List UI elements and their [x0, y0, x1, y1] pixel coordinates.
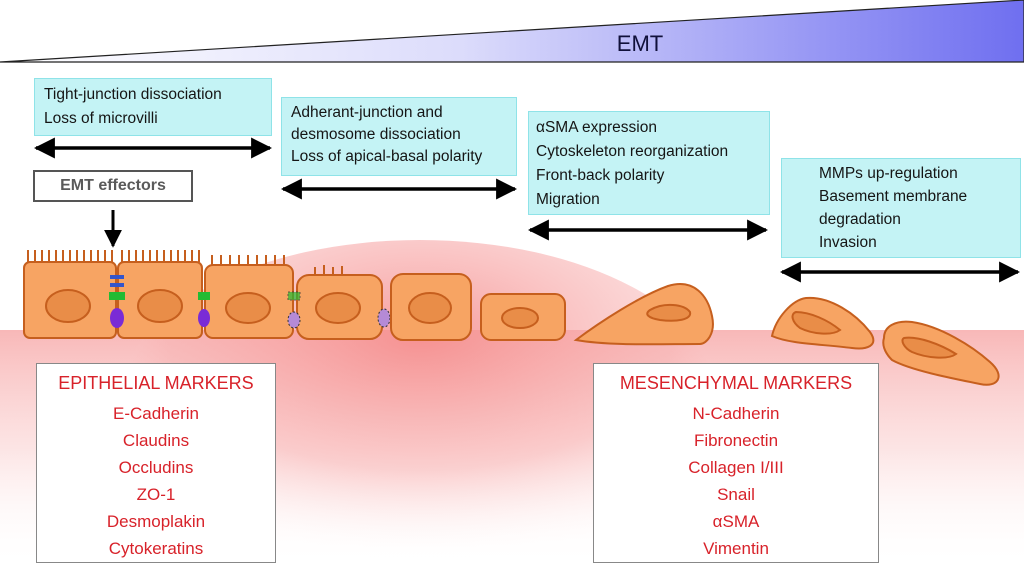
- stage-line: αSMA expression: [536, 119, 657, 136]
- stage-line: Cytoskeleton reorganization: [536, 143, 729, 160]
- marker-item: Claudins: [122, 431, 190, 450]
- stage-line: Loss of apical-basal polarity: [291, 148, 483, 165]
- stage-line: Invasion: [819, 234, 877, 251]
- marker-item: Fibronectin: [693, 431, 779, 450]
- stage-box-tight-junction: Tight-junction dissociation Loss of micr…: [34, 78, 272, 136]
- marker-item: Cytokeratins: [108, 539, 204, 558]
- marker-item: Occludins: [118, 458, 194, 477]
- transitioning-cell-5: [390, 273, 472, 341]
- adherens-junction-2: [198, 292, 210, 327]
- tight-junction-1: [109, 275, 125, 328]
- epithelial-markers-heading: EPITHELIAL MARKERS: [58, 373, 254, 393]
- stage-line: Basement membrane: [819, 188, 968, 205]
- transitioning-cell-6: [480, 293, 566, 341]
- marker-item: αSMA: [712, 512, 760, 531]
- stage-box-migration: αSMA expression Cytoskeleton reorganizat…: [528, 111, 770, 215]
- stage-line: desmosome dissociation: [291, 126, 461, 143]
- marker-item: Desmoplakin: [106, 512, 206, 531]
- mesenchymal-markers-heading: MESENCHYMAL MARKERS: [619, 373, 853, 393]
- mesenchymal-cell-1: [573, 283, 714, 346]
- emt-effectors-label: EMT effectors: [33, 170, 193, 202]
- stage-box-invasion: MMPs up-regulation Basement membrane deg…: [781, 158, 1021, 258]
- stage-line: degradation: [819, 211, 901, 228]
- emt-gradient-wedge: [0, 0, 1024, 63]
- marker-item: Snail: [717, 485, 755, 504]
- epithelial-cell-1: [23, 250, 117, 339]
- marker-item: ZO-1: [136, 485, 176, 504]
- marker-item: Vimentin: [703, 539, 769, 558]
- epithelial-markers-box: EPITHELIAL MARKERS E-Cadherin Claudins O…: [36, 363, 276, 563]
- stage-line: Migration: [536, 191, 600, 208]
- transitioning-cell-4: [287, 265, 391, 340]
- stage-line: Loss of microvilli: [44, 110, 158, 127]
- mesenchymal-cell-2: [770, 296, 875, 350]
- emt-title: EMT: [616, 31, 664, 56]
- mesenchymal-markers-box: MESENCHYMAL MARKERS N-Cadherin Fibronect…: [593, 363, 879, 563]
- stage-line: Tight-junction dissociation: [44, 86, 222, 103]
- epithelial-cell-3: [204, 255, 294, 339]
- epithelial-cell-2: [117, 250, 203, 339]
- stage-line: Adherant-junction and: [291, 104, 443, 121]
- marker-item: N-Cadherin: [692, 404, 780, 423]
- stage-box-adherant-junction: Adherant-junction and desmosome dissocia…: [281, 97, 517, 176]
- marker-item: E-Cadherin: [113, 404, 199, 423]
- marker-item: Collagen I/III: [688, 458, 784, 477]
- mesenchymal-cell-3: [882, 320, 1000, 386]
- stage-line: MMPs up-regulation: [819, 165, 958, 182]
- stage-line: Front-back polarity: [536, 167, 665, 184]
